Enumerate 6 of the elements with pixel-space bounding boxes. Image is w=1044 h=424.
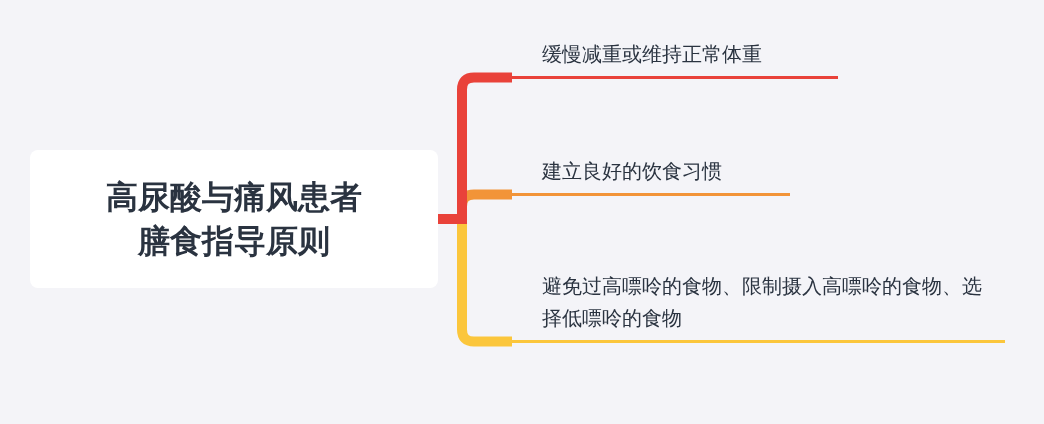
branch-text: 避免过高嘌呤的食物、限制摄入高嘌呤的食物、选择低嘌呤的食物: [542, 273, 982, 332]
topic-box: [30, 150, 438, 288]
branch-text: 建立良好的饮食习惯: [542, 158, 723, 185]
branch-connector: [438, 72, 512, 224]
topic-text: 高尿酸与痛风患者膳食指导原则: [105, 177, 363, 262]
branch-text: 缓慢减重或维持正常体重: [542, 41, 763, 68]
